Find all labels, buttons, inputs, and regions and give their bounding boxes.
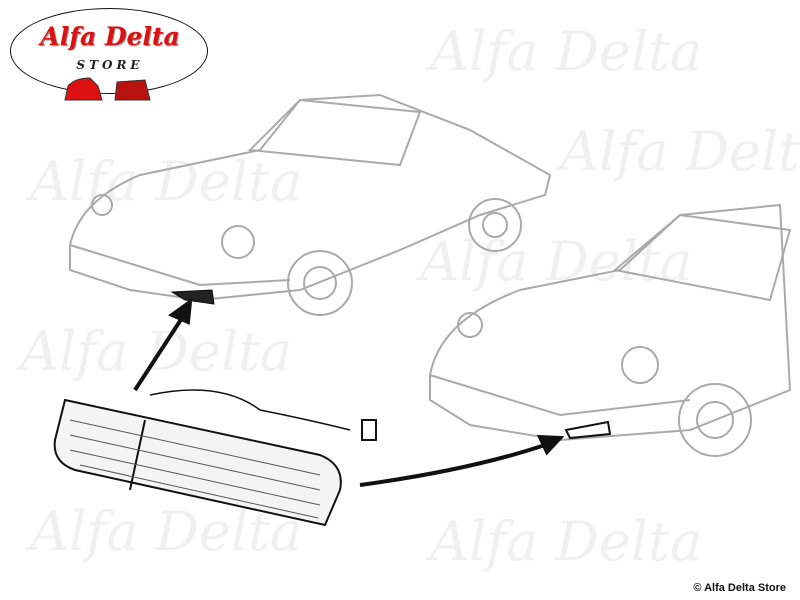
arrow-to-top-car	[133, 297, 193, 392]
copyright-notice: © Alfa Delta Store	[693, 582, 786, 594]
car-right-illustration	[429, 203, 792, 457]
watermark: Alfa Delta	[560, 120, 800, 183]
bumper-slot-marker-top	[170, 289, 215, 305]
watermark: Alfa Delta	[430, 510, 703, 573]
watermark: Alfa Delta	[430, 20, 703, 83]
watermark: Alfa Delta	[20, 320, 293, 383]
logo-title: Alfa Delta	[40, 22, 180, 51]
brand-logo: Alfa Delta STORE	[10, 8, 210, 101]
arrow-to-right-car	[359, 434, 565, 487]
logo-cars-icon	[64, 77, 151, 101]
logo-subtitle: STORE	[76, 58, 144, 72]
logo-oval	[10, 8, 208, 94]
watermark: Alfa Delta	[30, 150, 303, 213]
car-top-illustration	[69, 93, 552, 316]
turn-signal-lamp-part	[53, 389, 377, 527]
bumper-slot-marker-right	[564, 420, 612, 440]
